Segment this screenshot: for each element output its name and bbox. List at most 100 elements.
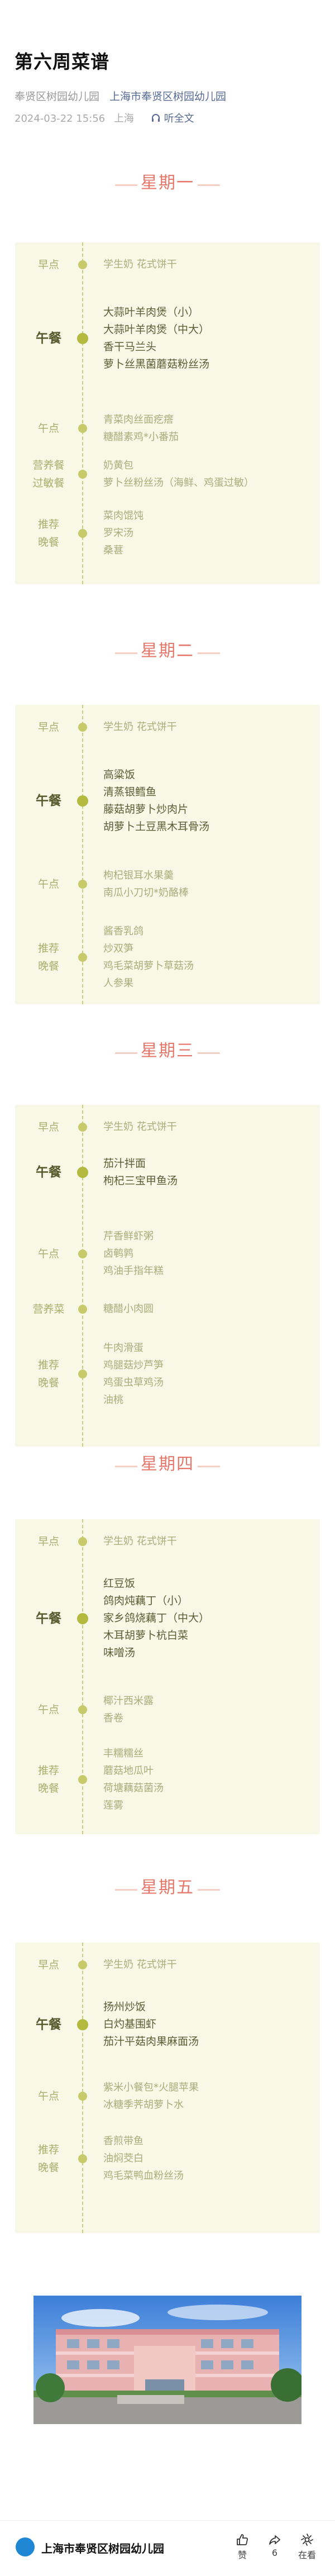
dish-item: 胡萝卜土豆黑木耳骨汤 xyxy=(103,820,210,833)
meal-items: 学生奶 花式饼干 xyxy=(103,1533,177,1550)
timeline-dot xyxy=(78,260,87,269)
timeline-dot xyxy=(78,1705,87,1714)
dish-item: 鸡油手指年糕 xyxy=(103,1265,164,1277)
dish-item: 枸杞银耳水果羹 xyxy=(103,870,174,881)
dish-item: 蘑菇地瓜叶 xyxy=(103,1765,154,1777)
like-label: 赞 xyxy=(237,2550,247,2560)
meal-label: 营养餐过敏餐 xyxy=(32,459,65,489)
dish-item: 味噌汤 xyxy=(103,1647,136,1659)
share-icon xyxy=(269,2535,280,2545)
day-title: 星期四 xyxy=(137,1454,198,1474)
account-link[interactable]: 上海市奉贤区树园幼儿园 xyxy=(109,90,227,103)
dish-item: 高粱饭 xyxy=(103,769,136,781)
dish-item: 青菜肉丝面疙瘩 xyxy=(103,414,174,426)
dish-item: 清蒸银鳕鱼 xyxy=(103,786,157,798)
day-menu-card: 早点学生奶 花式饼干午餐茄汁拌面枸杞三宝甲鱼汤午点芹香鲜虾粥卤鹌鹑鸡油手指年糕营… xyxy=(15,1105,320,1447)
timeline-dot xyxy=(78,470,87,479)
meal-label: 早点 xyxy=(37,1120,59,1133)
meal-items: 茄汁拌面枸杞三宝甲鱼汤 xyxy=(103,1155,178,1190)
publish-location: 上海 xyxy=(113,113,134,125)
meal-items: 高粱饭清蒸银鳕鱼藤菇胡萝卜炒肉片胡萝卜土豆黑木耳骨汤 xyxy=(103,766,209,836)
timeline-dot xyxy=(78,953,87,962)
timeline-dot xyxy=(77,795,88,807)
dish-item: 学生奶 花式饼干 xyxy=(103,1121,177,1133)
timeline-line xyxy=(82,1105,83,1447)
timeline-dot xyxy=(78,528,87,538)
listen-label: 听全文 xyxy=(164,113,194,125)
meal-items: 奶黄包萝卜丝粉丝汤（海鲜、鸡蛋过敏） xyxy=(103,457,254,492)
meal-label: 午点 xyxy=(37,1704,59,1716)
timeline-dot xyxy=(78,1537,87,1546)
listen-button[interactable]: 听全文 xyxy=(151,113,194,125)
dish-item: 茄汁平菇肉果麻面汤 xyxy=(103,2035,199,2048)
dish-item: 炒双笋 xyxy=(103,943,133,955)
timeline-dot xyxy=(78,1960,87,1969)
meal-label: 推荐晚餐 xyxy=(37,518,59,548)
dish-item: 大蒜叶羊肉煲（小） xyxy=(103,306,199,318)
timeline-dot xyxy=(78,1370,87,1378)
meal-items: 学生奶 花式饼干 xyxy=(103,1956,177,1973)
meal-items: 学生奶 花式饼干 xyxy=(103,1118,177,1136)
timeline-dot xyxy=(78,722,87,732)
dish-item: 油桃 xyxy=(103,1394,123,1406)
meal-items: 香煎带鱼油焖茭白鸡毛菜鸭血粉丝汤 xyxy=(103,2133,184,2184)
article-title: 第六周菜谱 xyxy=(15,51,109,73)
meal-items: 扬州炒饭白灼基围虾茄汁平菇肉果麻面汤 xyxy=(103,1998,199,2050)
dish-item: 鸡毛菜鸭血粉丝汤 xyxy=(103,2170,184,2182)
dish-item: 学生奶 花式饼干 xyxy=(103,721,177,733)
account-avatar[interactable] xyxy=(16,2537,35,2556)
timeline-line xyxy=(82,1943,83,2233)
dish-item: 学生奶 花式饼干 xyxy=(103,1535,177,1547)
dish-item: 木耳胡萝卜杭白菜 xyxy=(103,1629,189,1642)
dish-item: 枸杞三宝甲鱼汤 xyxy=(103,1175,178,1187)
meal-label: 午点 xyxy=(37,878,59,890)
meal-items: 酱香乳鸽炒双笋鸡毛菜胡萝卜草菇汤人参果 xyxy=(103,923,194,992)
like-button[interactable]: 赞 xyxy=(231,2533,253,2561)
day-menu-card: 早点学生奶 花式饼干午餐扬州炒饭白灼基围虾茄汁平菇肉果麻面汤午点紫米小餐包*火腿… xyxy=(15,1943,320,2233)
meal-items: 芹香鲜虾粥卤鹌鹑鸡油手指年糕 xyxy=(103,1228,164,1280)
meal-label: 午点 xyxy=(37,1247,59,1260)
thumbs-up-icon xyxy=(237,2534,248,2545)
dish-item: 香干马兰头 xyxy=(103,341,157,353)
meal-items: 糖醋小肉圆 xyxy=(103,1300,154,1318)
dish-item: 鸡腿菇炒芦笋 xyxy=(103,1359,164,1371)
dish-item: 卤鹌鹑 xyxy=(103,1248,133,1260)
meal-items: 牛肉滑蛋鸡腿菇炒芦笋鸡蛋虫草鸡汤油桃 xyxy=(103,1339,164,1409)
share-button[interactable]: 6 xyxy=(264,2533,286,2558)
dish-item: 冰糖季荠胡萝卜水 xyxy=(103,2099,184,2111)
timeline-dot xyxy=(77,1613,88,1624)
dish-item: 鸡毛菜胡萝卜草菇汤 xyxy=(103,960,194,972)
meal-label: 早点 xyxy=(37,258,59,271)
dish-item: 丰糯糯丝 xyxy=(103,1748,143,1759)
wow-icon xyxy=(301,2534,313,2546)
dish-item: 白灼基围虾 xyxy=(103,2018,157,2030)
dish-item: 藤菇胡萝卜炒肉片 xyxy=(103,803,189,815)
meal-label: 午点 xyxy=(37,2090,59,2102)
dish-item: 扬州炒饭 xyxy=(103,2001,146,2013)
day-title: 星期一 xyxy=(137,173,198,193)
dish-item: 学生奶 花式饼干 xyxy=(103,259,177,270)
bottom-account-name[interactable]: 上海市奉贤区树园幼儿园 xyxy=(41,2542,164,2555)
dish-item: 荷塘藕菇菌汤 xyxy=(103,1782,164,1794)
timeline-dot xyxy=(78,1775,87,1784)
timeline-line xyxy=(82,242,83,584)
timeline-dot xyxy=(78,1304,87,1314)
meal-items: 椰汁西米露香卷 xyxy=(103,1692,154,1727)
meal-items: 菜肉馄饨罗宋汤桑葚 xyxy=(103,507,143,559)
dish-item: 南瓜小刀切*奶酪棒 xyxy=(103,887,189,899)
timeline-dot xyxy=(78,2154,87,2163)
meal-items: 青菜肉丝面疙瘩糖醋素鸡*小番茄 xyxy=(103,411,179,446)
dish-item: 鸽肉炖藕丁（小） xyxy=(103,1595,189,1607)
dish-item: 茄汁拌面 xyxy=(103,1157,146,1170)
dish-item: 牛肉滑蛋 xyxy=(103,1342,143,1354)
timeline-dot xyxy=(78,424,87,433)
dish-item: 油焖茭白 xyxy=(103,2153,143,2164)
timeline-dot xyxy=(78,2092,87,2101)
dish-item: 红豆饭 xyxy=(103,1577,136,1590)
meal-label: 早点 xyxy=(37,1958,59,1971)
meal-label: 午餐 xyxy=(36,1165,61,1180)
wow-button[interactable]: 在看 xyxy=(296,2533,318,2561)
meal-items: 紫米小餐包*火腿苹果冰糖季荠胡萝卜水 xyxy=(103,2079,199,2114)
wow-label: 在看 xyxy=(298,2550,316,2560)
timeline-dot xyxy=(78,880,87,889)
